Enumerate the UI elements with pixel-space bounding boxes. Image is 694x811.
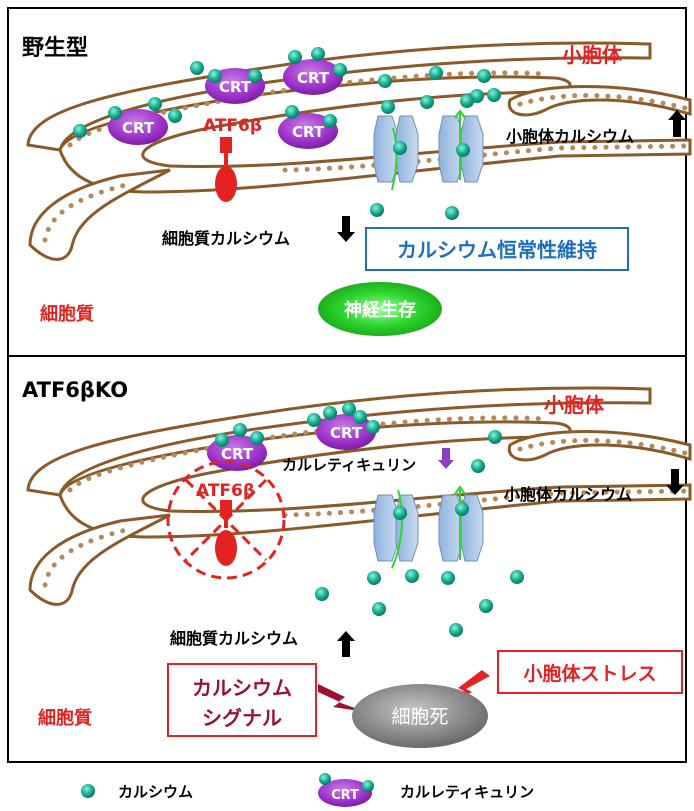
cyto-calcium-label-bottom: 細胞質カルシウム — [170, 629, 298, 648]
cell-death-bubble — [352, 684, 488, 748]
er-stress-label: 小胞体ストレス — [523, 662, 656, 685]
neuron-survival-label: 神経生存 — [344, 299, 416, 321]
svg-text:CRT: CRT — [297, 69, 330, 87]
calreticulin-label-bottom: カルレティキュリン — [282, 456, 416, 474]
calcium-channel-top-right — [438, 109, 484, 183]
down-arrow-icon — [337, 216, 355, 242]
calcium-signal-line2: シグナル — [202, 706, 282, 730]
neuron-survival-bubble — [318, 282, 442, 336]
crt-protein-3: CRT — [283, 59, 343, 95]
er-calcium-label-bottom: 小胞体カルシウム — [504, 485, 632, 504]
calcium-signal-line1: カルシウム — [192, 676, 292, 700]
cell-death-label: 細胞死 — [391, 706, 448, 728]
homeostasis-label: カルシウム恒常性維持 — [397, 238, 597, 262]
er-stress-box — [497, 650, 683, 694]
svg-text:CRT: CRT — [330, 424, 363, 442]
svg-text:CRT: CRT — [221, 445, 254, 463]
svg-text:CRT: CRT — [122, 119, 155, 137]
down-arrow-icon — [438, 448, 454, 469]
calcium-signal-box — [167, 663, 317, 737]
lightning-bolt-icon — [318, 684, 366, 712]
cyto-calcium-label-top: 細胞質カルシウム — [162, 229, 290, 248]
legend-calcium-icon — [81, 784, 95, 798]
atf6b-label-bottom: ATF6β — [196, 481, 255, 501]
calcium-channel-bottom-right — [438, 485, 484, 562]
crt-protein-6: CRT — [316, 414, 376, 450]
er-calcium-label-top: 小胞体カルシウム — [506, 127, 634, 146]
cytoplasm-label-bottom: 細胞質 — [38, 707, 92, 729]
homeostasis-box — [365, 227, 629, 271]
crt-protein-1: CRT — [108, 109, 168, 145]
legend: カルシウム CRT カルレティキュリン — [81, 773, 534, 807]
up-arrow-icon — [668, 110, 686, 137]
svg-text:CRT: CRT — [292, 123, 325, 141]
down-arrow-icon — [666, 469, 684, 495]
calcium-ions-top — [73, 47, 501, 220]
calcium-channel-top-left — [373, 115, 419, 191]
cytoplasm-label-top: 細胞質 — [40, 303, 94, 325]
atf6b-protein-top — [215, 137, 237, 202]
atf6b-label-top: ATF6β — [203, 116, 262, 136]
er-label-top: 小胞体 — [562, 43, 623, 67]
panel-title-knockout: ATF6βKO — [22, 378, 128, 402]
panel-title-wildtype: 野生型 — [22, 36, 88, 61]
legend-crt-icon — [318, 779, 372, 807]
legend-calreticulin-label: カルレティキュリン — [400, 783, 534, 801]
legend-crt-text: CRT — [331, 788, 359, 803]
calcium-ions-bottom — [215, 402, 524, 637]
crt-protein-4: CRT — [278, 113, 338, 149]
svg-text:CRT: CRT — [219, 78, 252, 96]
atf6b-knockout — [166, 460, 286, 580]
er-label-bottom: 小胞体 — [544, 393, 605, 417]
legend-calcium-label: カルシウム — [118, 783, 193, 801]
up-arrow-icon — [337, 631, 355, 657]
